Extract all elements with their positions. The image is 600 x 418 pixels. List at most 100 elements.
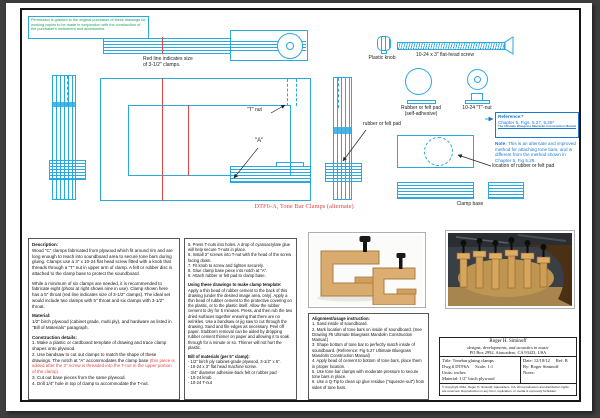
step-8: 8. Glue clamp base piece into notch at "… [188,268,268,274]
drawing-date-field: Date: 12/18/12 [523,357,550,363]
front-view-left-tnut-band [52,102,76,107]
size-red-line-throat [188,105,189,176]
step-7: 7. Fit knob to screw and tighten securel… [188,262,264,268]
alignment-item: 6. Use a Q-Tip to clean up glue residue … [312,379,425,390]
description-box: Description: Wood "C" clamps fabricated … [28,238,180,400]
red-line-note: Red line indicates size of 3-1/2" clamps… [143,56,193,68]
screw-top-view-circle [286,42,294,50]
t-nut-callout-label: "T" nut [247,107,262,113]
author-tagline: designs, developments, and acoustics in … [467,344,549,350]
front-view-left-dashed-1 [60,76,61,106]
drawing-ref-field: Ref: B [555,357,568,363]
t-nut-side-view-flange [465,100,490,104]
front-view-left-dashed-2 [67,76,68,106]
bom-heading: Bill of materials (per 5" clamp): [188,354,250,360]
reference-manual-title: The Ultimate Bluegrass Mandolin Construc… [498,124,577,128]
reference-note: Note: This is an alternate and improved … [495,141,581,164]
copyright-notice: © Copyright 2012, Roger H. Siminoff, Ata… [442,385,569,394]
bom-item: - 1/2" birch ply cabinet-grade plywood, … [188,359,281,365]
t-nut-channel-dashed-left [287,79,288,106]
description-paragraph-1: Wood "C" clamps fabricated from plywood … [32,247,173,276]
description-paragraph-2: While a minimum of six clamps are needed… [32,280,171,309]
construction-step-4: 4. Drill 1/4" hole in top of clamp to ac… [32,380,149,386]
drawing-scale-field: Scale: 1:1 [475,363,494,369]
clamps-in-use-image [448,233,572,306]
drawing-material-field: Material: 1/2" birch plywood [442,376,495,382]
clamp-base-label: Clamp base [456,201,484,207]
front-view-right-pad-band [333,127,352,134]
step-5: 5. Press T-nuts into holes. A drop of cy… [188,242,291,253]
drawing-caption: DTF6-A, Tone Bar Clamps (alternate) [254,203,354,210]
step-9: 9. Attach rubber or felt pad to clamp ba… [188,273,266,279]
material-heading: Material: [32,313,51,319]
construction-step-3: 3. Cut out base pieces from the same ply… [32,374,126,380]
clamp-top-view-bar-outline [103,38,231,54]
title-block-left-column: Title: Tonebar gluing clamps Dwg.# DTF6A… [440,356,521,384]
alignment-item: 3. Shape bottom of tone bar to perfectly… [312,342,415,358]
reference-note-text: This is an alternate and improved method… [495,141,576,164]
sheet-border-frame [20,8,581,402]
front-view-right-dashed-2 [345,78,346,108]
step-6: 6. Install 3" screws into T-nut with the… [188,252,292,263]
bom-item: - 10-24 x 3" flat head machine screw. [188,364,257,370]
reference-box: Reference:* Chapter 5, Figs. 5.27, 5.28*… [495,112,579,138]
clamp-top-view-laminations [104,39,306,53]
author-address: PO Box 2992, Atascadero, CA 93423, USA [469,349,547,355]
clamp-side-view-outer-outline [100,78,311,201]
flat-head-screw-shaft [397,42,505,50]
photo-clamps-in-use [445,230,575,309]
construction-step-2-red-note: (this piece is added after the 3" screw … [32,357,175,375]
title-block: Roger H. Siminoff designs, developments,… [439,337,577,396]
clamp-top-view-head-outline [230,30,308,61]
plastic-knob-stem [381,50,387,54]
bom-item: - 3/4" diameter adhesive-back felt or ru… [188,369,277,375]
construction-step-2-text: 2. Use bandsaw to cut out clamps to matc… [32,351,157,363]
clamps-closeup-image [311,235,423,305]
rubber-felt-pad-callout-label: rubber or felt pad [363,121,402,127]
size-red-line-full [162,78,163,201]
photo-clamps-closeup [308,232,426,308]
alignment-item: 4. Apply bead of cement to bottom of ton… [312,358,422,369]
description-heading: Description: [32,242,59,247]
drawing-notes-field: Notes: [523,370,535,375]
alignment-heading: Alignment/usage instruction: [312,316,370,321]
construction-step-2: 2. Use bandsaw to cut out clamps to matc… [32,352,176,375]
alignment-item: 2. Mark location of tone bars on inside … [312,326,422,343]
pad-location-label: location of rubber or felt pad [492,163,555,169]
construction-heading: Construction details: [32,334,78,340]
drawing-title-field: Title: Tonebar gluing clamps [442,357,494,363]
felt-pad-edge-view [407,100,436,104]
template-heading: Using these drawings to make clamp templ… [188,282,282,288]
t-nut-part-label: 10-24 "T"-nut [462,105,492,111]
t-nut-hole-circle [474,76,481,83]
material-text: 1/2" birch plywood (cabinet grade, multi… [32,319,172,330]
clamp-base-plan-view [397,135,474,168]
plastic-knob-drawing [377,36,391,51]
title-block-header: Roger H. Siminoff designs, developments,… [440,338,576,357]
construction-step-1: 1. Make a plastic or cardboard template … [32,340,167,351]
alignment-usage-box: Alignment/usage instruction: 1. Sand ins… [308,313,429,400]
reference-title: Reference:* [498,114,524,119]
title-block-fields: Title: Tonebar gluing clamps Dwg.# DTF6A… [440,356,576,385]
plastic-knob-label: Plastic knob [368,55,396,61]
front-view-right-base-bar [325,163,362,182]
alignment-item: 1. Sand inside of soundboard. [312,321,368,327]
pad-location-dashed-circle [424,137,453,166]
bom-item: - 10-24 knob [188,374,212,380]
drawing-number-field: Dwg.# DTF6A [442,363,470,369]
bom-item: - 10-24 T-nut [188,380,212,386]
clamp-base-side-view [230,166,311,183]
felt-pad-label-line1: Rubber or felt pad [400,105,442,111]
steps-box: 5. Press T-nuts into holes. A drop of cy… [184,238,297,400]
front-view-left-base-bar [49,160,86,180]
title-block-right-column: Date: 12/18/12 Ref: B By: Roger Siminoff… [521,357,576,383]
clamp-side-view-throat-outline [128,105,291,176]
clamp-base-lip [276,162,304,167]
t-nut-channel-dashed-right [296,79,297,106]
drawing-by-field: By: Roger Siminoff [523,363,559,369]
drawing-units-field: Units: inches [442,370,466,375]
clamp-base-blank-short [488,182,524,199]
size-red-line-top-view [162,37,163,54]
clamp-front-view-left [52,75,76,200]
felt-pad-circle [405,68,432,95]
